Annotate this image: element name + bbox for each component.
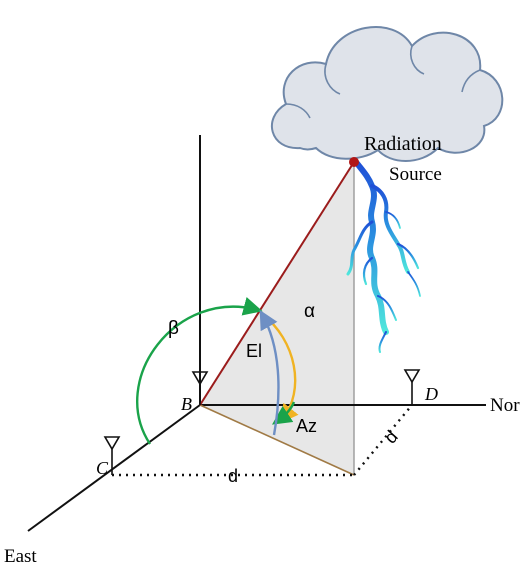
point-b-label: B [181, 394, 192, 414]
point-c-label: C [96, 458, 109, 478]
north-label: North [490, 395, 520, 416]
el-label: El [246, 341, 262, 361]
lightning-icon [346, 159, 421, 353]
az-arc [272, 401, 296, 425]
d-bottom-label: d [228, 466, 238, 486]
point-d-label: D [424, 384, 438, 404]
alpha-label: α [304, 301, 315, 322]
source-point [349, 157, 359, 167]
antenna-icon [191, 371, 209, 405]
radiation-label: Radiation [364, 133, 442, 155]
antenna-icon [403, 369, 421, 405]
cloud-icon [270, 26, 504, 162]
beta-arc [136, 297, 263, 445]
dotted-line-d [353, 404, 413, 476]
d-right-label: d [380, 427, 402, 448]
beta-label: β [168, 318, 179, 339]
elevation-plane [200, 162, 354, 475]
azimuth-ground-line [199, 404, 355, 476]
east-axis [27, 404, 201, 532]
el-arc [259, 309, 280, 436]
antenna-icon [103, 436, 121, 475]
source-label: Source [389, 164, 442, 185]
az-label: Az [296, 416, 317, 436]
line-of-sight [199, 161, 355, 406]
east-label: East [4, 546, 37, 567]
